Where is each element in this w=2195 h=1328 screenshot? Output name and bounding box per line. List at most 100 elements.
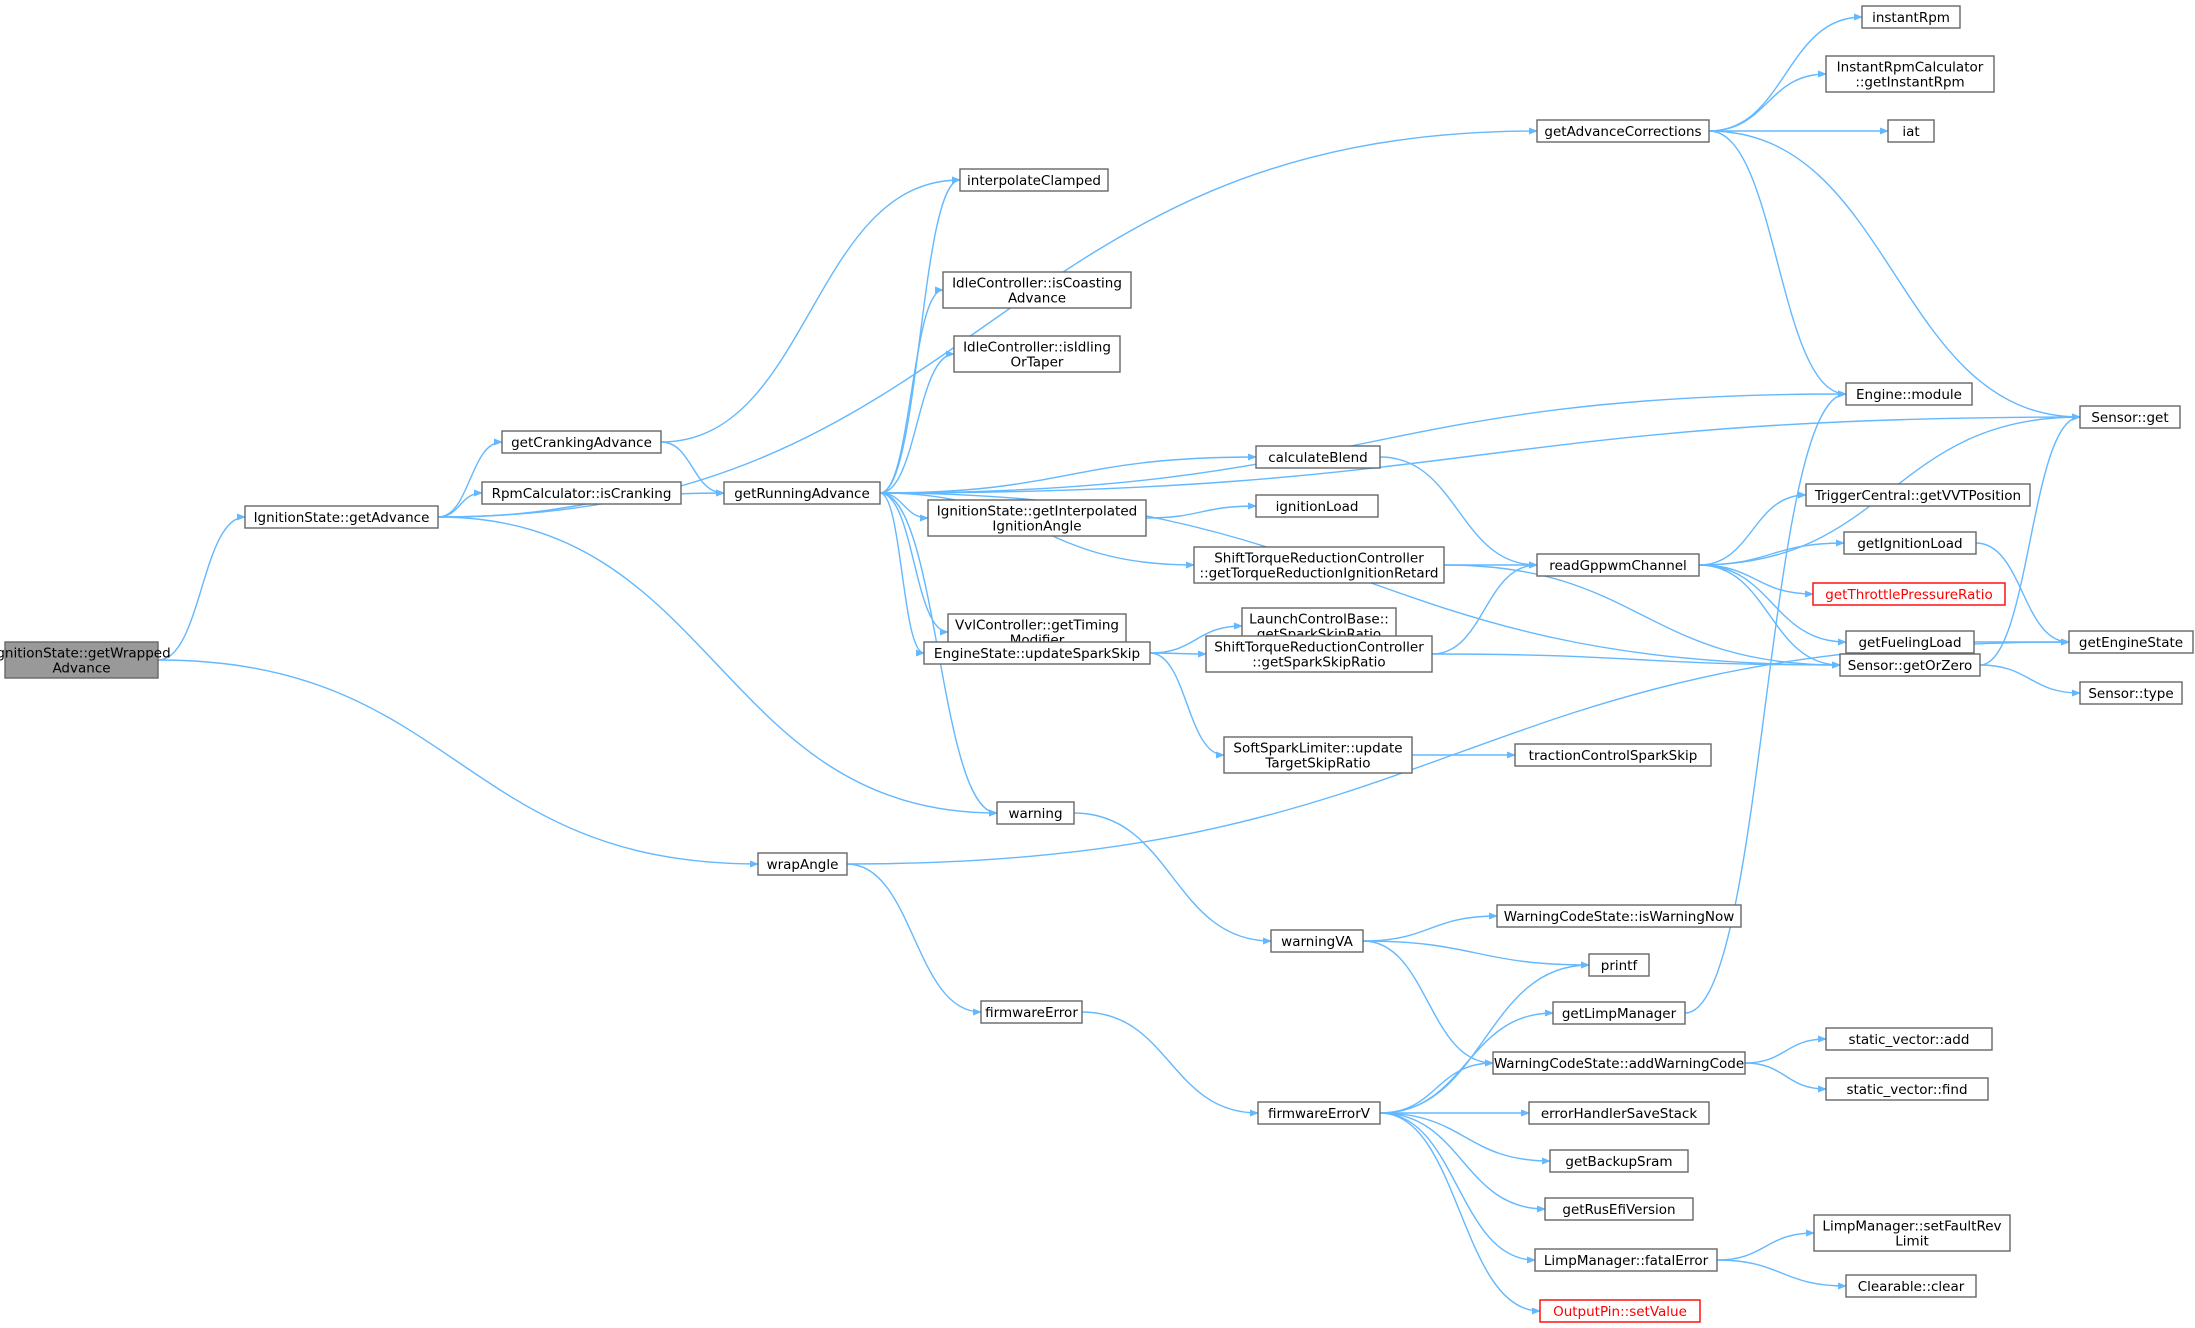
edge-warning-to-warningVA — [1073, 812, 1272, 945]
node-calculateBlend[interactable]: calculateBlend — [1255, 445, 1381, 469]
node-getIgnitionLoad[interactable]: getIgnitionLoad — [1843, 531, 1977, 555]
node-tractionSkip[interactable]: tractionControlSparkSkip — [1514, 743, 1712, 767]
node-label: calculateBlend — [1268, 450, 1368, 466]
node-label: warning — [1008, 806, 1062, 822]
node-box — [1825, 1027, 1993, 1051]
node-getBackupSram[interactable]: getBackupSram — [1549, 1149, 1689, 1173]
node-getRusEfiVersion[interactable]: getRusEfiVersion — [1544, 1197, 1694, 1221]
node-shiftSkip[interactable]: ShiftTorqueReductionController::getSpark… — [1205, 635, 1433, 673]
node-getThrottle[interactable]: getThrottlePressureRatio — [1812, 582, 2006, 606]
node-firmwareError[interactable]: firmwareError — [980, 1000, 1083, 1024]
node-label: getRunningAdvance — [734, 486, 870, 502]
edge-getRunningAdvance-to-calculateBlend — [879, 453, 1257, 494]
node-fatalError[interactable]: LimpManager::fatalError — [1534, 1248, 1718, 1272]
edge-getAdvance-to-warning — [437, 516, 998, 817]
node-readGppwm[interactable]: readGppwmChannel — [1536, 553, 1700, 577]
node-label: getAdvanceCorrections — [1544, 124, 1701, 140]
node-warningVA[interactable]: warningVA — [1270, 929, 1364, 953]
node-printf[interactable]: printf — [1588, 953, 1650, 977]
node-iat[interactable]: iat — [1887, 119, 1935, 143]
node-isWarningNow[interactable]: WarningCodeState::isWarningNow — [1496, 904, 1742, 928]
edge-sensorGetOrZero-to-sensorGet — [1979, 413, 2081, 666]
edge-readGppwm-to-sensorGetOrZero — [1698, 564, 1841, 669]
node-box — [923, 641, 1151, 665]
node-sensorGet[interactable]: Sensor::get — [2079, 405, 2181, 429]
node-getLimpManager[interactable]: getLimpManager — [1552, 1001, 1686, 1025]
node-box — [2079, 681, 2183, 705]
node-label: static_vector::find — [1846, 1082, 1967, 1098]
node-label: ShiftTorqueReductionController — [1214, 551, 1424, 567]
edge-getIgnitionLoad-to-getEngineState — [1975, 542, 2070, 646]
node-label: IgnitionAngle — [992, 519, 1081, 535]
node-instantRpmCalc[interactable]: InstantRpmCalculator::getInstantRpm — [1825, 55, 1995, 93]
node-clearableClear[interactable]: Clearable::clear — [1845, 1274, 1977, 1298]
node-getAdvanceCorrections[interactable]: getAdvanceCorrections — [1536, 119, 1710, 143]
edges-layer — [157, 13, 2081, 1315]
edge-firmwareError-to-firmwareErrorV — [1081, 1011, 1259, 1117]
node-box — [481, 481, 682, 505]
edge-wrapAngle-to-getEngineState — [846, 638, 2070, 865]
edge-getAdvanceCorrections-to-instantRpmCalc — [1708, 70, 1827, 132]
node-triggerVVT[interactable]: TriggerCentral::getVVTPosition — [1805, 483, 2031, 507]
node-label: SoftSparkLimiter::update — [1233, 741, 1402, 757]
node-box — [927, 499, 1147, 537]
node-box — [1887, 119, 1935, 143]
node-warning[interactable]: warning — [996, 801, 1075, 825]
edge-getAdvanceCorrections-to-sensorGet — [1708, 130, 2081, 421]
node-box — [1492, 1051, 1746, 1075]
edge-readGppwm-to-getFuelingLoad — [1698, 564, 1847, 646]
node-ignitionLoad[interactable]: ignitionLoad — [1255, 494, 1379, 518]
node-box — [980, 1000, 1083, 1024]
node-getEngineState[interactable]: getEngineState — [2068, 630, 2194, 654]
node-sensorType[interactable]: Sensor::type — [2079, 681, 2183, 705]
node-getInterpolated[interactable]: IgnitionState::getInterpolatedIgnitionAn… — [927, 499, 1147, 537]
node-errorHandler[interactable]: errorHandlerSaveStack — [1528, 1101, 1710, 1125]
node-interpolateClamped[interactable]: interpolateClamped — [959, 168, 1109, 192]
node-getFuelingLoad[interactable]: getFuelingLoad — [1845, 630, 1975, 654]
edge-updateSparkSkip-to-shiftSkip — [1149, 650, 1207, 658]
edge-firmwareErrorV-to-setValue — [1379, 1112, 1541, 1315]
node-setValue[interactable]: OutputPin::setValue — [1539, 1299, 1701, 1323]
node-getAdvance[interactable]: IgnitionState::getAdvance — [244, 505, 439, 529]
node-rpmIsCranking[interactable]: RpmCalculator::isCranking — [481, 481, 682, 505]
node-box — [1539, 1299, 1701, 1323]
node-shiftRetard[interactable]: ShiftTorqueReductionController::getTorqu… — [1193, 546, 1445, 584]
node-label: TriggerCentral::getVVTPosition — [1814, 488, 2021, 504]
node-label: getLimpManager — [1562, 1006, 1677, 1022]
node-addWarningCode[interactable]: WarningCodeState::addWarningCode — [1492, 1051, 1746, 1075]
node-label: WarningCodeState::isWarningNow — [1504, 909, 1735, 925]
edge-getLimpManager-to-engineModule — [1684, 390, 1847, 1014]
node-box — [1805, 483, 2031, 507]
edge-getRunningAdvance-to-isIdling — [879, 350, 955, 494]
node-firmwareErrorV[interactable]: firmwareErrorV — [1257, 1101, 1381, 1125]
node-label: interpolateClamped — [967, 173, 1101, 189]
node-label: Limit — [1895, 1234, 1928, 1250]
node-label: firmwareErrorV — [1268, 1106, 1371, 1122]
node-label: RpmCalculator::isCranking — [492, 486, 672, 502]
node-vecAdd[interactable]: static_vector::add — [1825, 1027, 1993, 1051]
node-vecFind[interactable]: static_vector::find — [1825, 1077, 1989, 1101]
node-box — [1588, 953, 1650, 977]
edge-addWarningCode-to-vecAdd — [1744, 1035, 1827, 1064]
node-box — [4, 641, 159, 679]
edge-wrapAngle-to-firmwareError — [846, 863, 982, 1016]
edge-firmwareErrorV-to-addWarningCode — [1379, 1059, 1494, 1114]
node-box — [1812, 582, 2006, 606]
node-wrapAngle[interactable]: wrapAngle — [757, 852, 848, 876]
node-box — [2068, 630, 2194, 654]
node-engineModule[interactable]: Engine::module — [1845, 382, 1973, 406]
edge-readGppwm-to-getThrottle — [1698, 564, 1814, 598]
node-updateSparkSkip[interactable]: EngineState::updateSparkSkip — [923, 641, 1151, 665]
node-instantRpm[interactable]: instantRpm — [1861, 5, 1961, 29]
node-label: TargetSkipRatio — [1264, 756, 1370, 772]
node-getCrankingAdvance[interactable]: getCrankingAdvance — [501, 430, 662, 454]
node-sensorGetOrZero[interactable]: Sensor::getOrZero — [1839, 653, 1981, 677]
node-getRunningAdvance[interactable]: getRunningAdvance — [723, 481, 881, 505]
node-box — [1255, 445, 1381, 469]
